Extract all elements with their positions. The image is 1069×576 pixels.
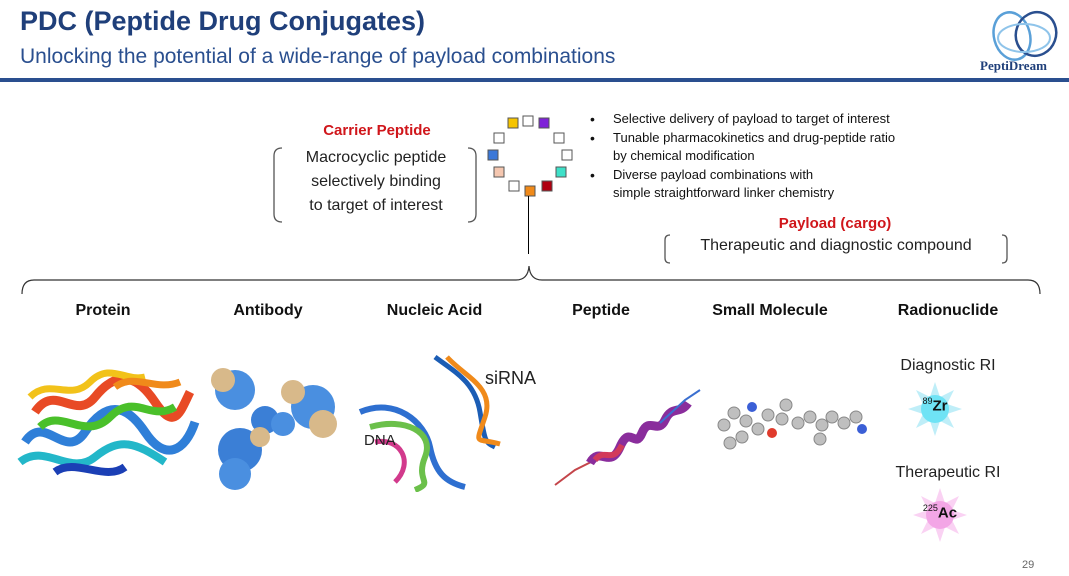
bullet-line: Selective delivery of payload to target … xyxy=(613,111,890,126)
category-radionuclide: Radionuclide xyxy=(897,302,999,319)
sirna-label: siRNA xyxy=(485,368,537,388)
ac-mass-number: 225 xyxy=(922,503,938,513)
carrier-stem-line xyxy=(528,196,529,254)
bullet-line: by chemical modification xyxy=(613,148,755,163)
therapeutic-ri-label: Therapeutic RI xyxy=(895,464,1001,481)
category-brace xyxy=(21,265,1041,295)
bullet-dot-icon: • xyxy=(590,111,595,127)
payload-title: Payload (cargo) xyxy=(778,215,892,232)
category-protein: Protein xyxy=(75,302,131,319)
zr-symbol: Zr xyxy=(932,397,948,415)
carrier-bracket xyxy=(273,147,477,223)
therapeutic-isotope: 225Ac xyxy=(918,503,962,522)
logo-text: PeptiDream xyxy=(980,58,1047,73)
small-molecule-image xyxy=(717,398,867,450)
carrier-line-2: selectively binding xyxy=(311,173,441,190)
zr-mass-number: 89 xyxy=(922,396,933,406)
header-divider xyxy=(0,78,1069,82)
diagnostic-ri-label: Diagnostic RI xyxy=(900,357,996,374)
diagnostic-zr-burst-icon xyxy=(908,382,962,436)
bullet-item: • Selective delivery of payload to targe… xyxy=(590,110,895,129)
bullet-item: • Tunable pharmacokinetics and drug-pept… xyxy=(590,129,895,166)
category-antibody: Antibody xyxy=(233,302,303,319)
bullet-line: simple straightforward linker chemistry xyxy=(613,185,835,200)
payload-bracket xyxy=(664,234,1008,264)
nucleic-acid-image xyxy=(358,354,501,492)
therapeutic-ac-burst-icon xyxy=(913,488,967,542)
page-number: 29 xyxy=(1022,559,1035,571)
bullet-item: • Diverse payload combinations with simp… xyxy=(590,166,895,203)
peptidream-logo-icon xyxy=(992,10,1058,61)
macrocycle-ring-icon xyxy=(487,115,573,197)
category-peptide: Peptide xyxy=(572,302,630,319)
bullet-dot-icon: • xyxy=(590,129,595,146)
ac-symbol: Ac xyxy=(937,504,958,522)
slide-subtitle: Unlocking the potential of a wide-range … xyxy=(20,45,616,68)
carrier-line-3: to target of interest xyxy=(309,197,443,214)
bullet-line: Diverse payload combinations with xyxy=(613,166,814,182)
bullet-dot-icon: • xyxy=(590,166,595,183)
bullet-line: Tunable pharmacokinetics and drug-peptid… xyxy=(613,129,896,145)
payload-description: Therapeutic and diagnostic compound xyxy=(700,237,972,254)
carrier-peptide-title: Carrier Peptide xyxy=(323,122,431,139)
dna-label: DNA xyxy=(364,432,396,449)
category-small-molecule: Small Molecule xyxy=(712,302,828,319)
diagnostic-isotope: 89Zr xyxy=(918,396,952,415)
antibody-structure-image xyxy=(211,368,337,490)
carrier-line-1: Macrocyclic peptide xyxy=(305,149,447,166)
peptide-helix-image xyxy=(554,389,701,486)
category-nucleic-acid: Nucleic Acid xyxy=(386,302,483,319)
slide-title: PDC (Peptide Drug Conjugates) xyxy=(20,6,426,36)
protein-structure-image xyxy=(17,369,200,476)
carrier-description: Macrocyclic peptide selectively binding … xyxy=(276,146,476,218)
feature-bullets: • Selective delivery of payload to targe… xyxy=(590,110,895,203)
